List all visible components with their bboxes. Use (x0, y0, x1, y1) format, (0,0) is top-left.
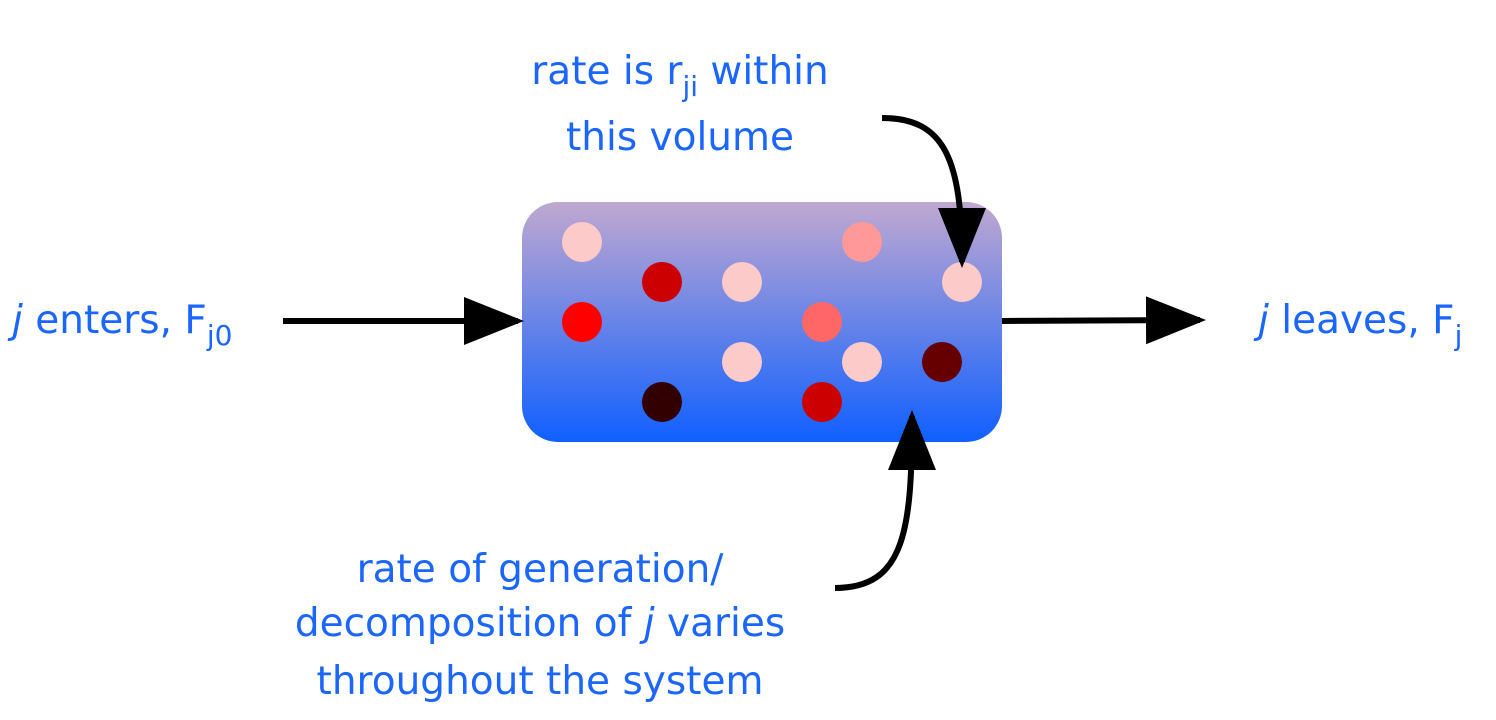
particle (642, 262, 682, 302)
inlet-label: j enters, Fj0 (7, 298, 232, 352)
particle (842, 342, 882, 382)
outlet-label: j leaves, Fj (1253, 298, 1462, 352)
particles (562, 222, 982, 422)
variation-label-line2: decomposition of j varies (295, 601, 785, 646)
particle (802, 382, 842, 422)
particle (942, 262, 982, 302)
variation-pointer-arrow (834, 410, 936, 591)
variation-label-line1: rate of generation/ (357, 547, 725, 592)
particle (562, 222, 602, 262)
rate-label-line2: this volume (566, 115, 794, 160)
particle (802, 302, 842, 342)
control-volume-box (522, 202, 1002, 442)
rate-pointer-arrow (881, 115, 986, 268)
particle (722, 262, 762, 302)
rate-label-line1: rate is rji within (531, 49, 828, 103)
outlet-arrow (1001, 296, 1206, 345)
particle (922, 342, 962, 382)
variation-label-line3: throughout the system (317, 659, 764, 704)
particle (642, 382, 682, 422)
particle (562, 302, 602, 342)
particle (722, 342, 762, 382)
particle (842, 222, 882, 262)
